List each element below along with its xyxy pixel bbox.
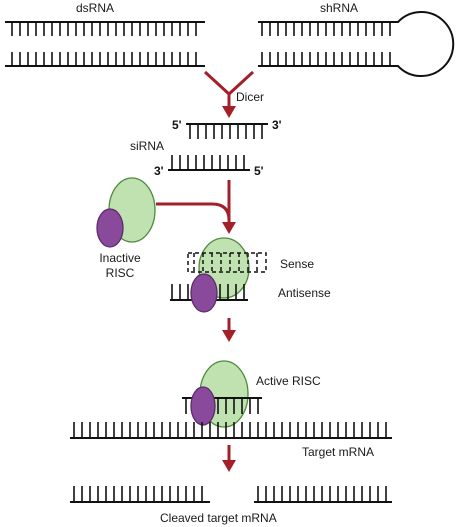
sirna-5prime-bottom: 5' [254, 164, 264, 178]
risc-loading-complex [170, 237, 267, 313]
sirna-bottom-ticks [171, 155, 245, 170]
sirna-3prime-top: 3' [272, 118, 282, 132]
sirna-top-ticks [189, 124, 263, 139]
sirna-label: siRNA [130, 139, 164, 153]
cleaved-mrna-left [70, 486, 210, 503]
cleaved-target-mrna-label: Cleaved target mRNA [160, 511, 277, 525]
sirna-5prime-top: 5' [172, 118, 182, 132]
activation-arrowhead [222, 330, 236, 342]
dsrna-label: dsRNA [76, 1, 114, 15]
dsrna-duplex [5, 21, 205, 67]
dicer-label: Dicer [236, 90, 264, 104]
cleaved-mrna-right [254, 486, 392, 503]
risc-subunit-purple [190, 386, 216, 426]
loading-arrowhead [222, 222, 236, 234]
target-mrna [70, 422, 392, 439]
shrna-strand [258, 11, 455, 77]
loading-arrow [156, 180, 236, 234]
dicer-arrowhead [222, 106, 236, 118]
dsrna-bottom-ticks [11, 52, 197, 66]
sirna-duplex [168, 123, 268, 171]
dicer-arrow-left-arm [203, 70, 231, 96]
loading-arrow-branch [156, 202, 231, 221]
target-mrna-label: Target mRNA [302, 445, 374, 459]
cleavage-arrow [222, 445, 236, 472]
shrna-hairpin [258, 11, 455, 77]
active-risc-label: Active RISC [256, 374, 321, 388]
cleavage-arrowhead [222, 460, 236, 472]
cleaved-right-ticks [257, 486, 387, 502]
sense-strand-ticks [193, 253, 258, 272]
dicer-arrow-right-arm [227, 70, 255, 96]
inactive-risc [96, 177, 156, 248]
sense-strand-outline [187, 252, 267, 273]
shrna-top-ticks [261, 22, 391, 36]
sirna-3prime-bottom: 3' [154, 164, 164, 178]
inactive-risc-label-line2: RISC [106, 266, 135, 280]
risc-subunit-purple [96, 208, 124, 248]
dsrna-top-ticks [11, 22, 197, 36]
cleaved-left-ticks [73, 486, 203, 502]
shrna-label: shRNA [320, 1, 358, 15]
antisense-label: Antisense [278, 286, 331, 300]
shrna-bottom-ticks [261, 52, 391, 66]
sense-label: Sense [280, 257, 314, 271]
target-mrna-ticks [73, 422, 387, 438]
inactive-risc-label-line1: Inactive [99, 251, 141, 265]
sense-strand-dashed [187, 252, 267, 273]
activation-arrow [222, 318, 236, 342]
risc-subunit-purple [190, 273, 218, 313]
active-risc [182, 360, 262, 428]
dicer-arrow [203, 70, 255, 118]
